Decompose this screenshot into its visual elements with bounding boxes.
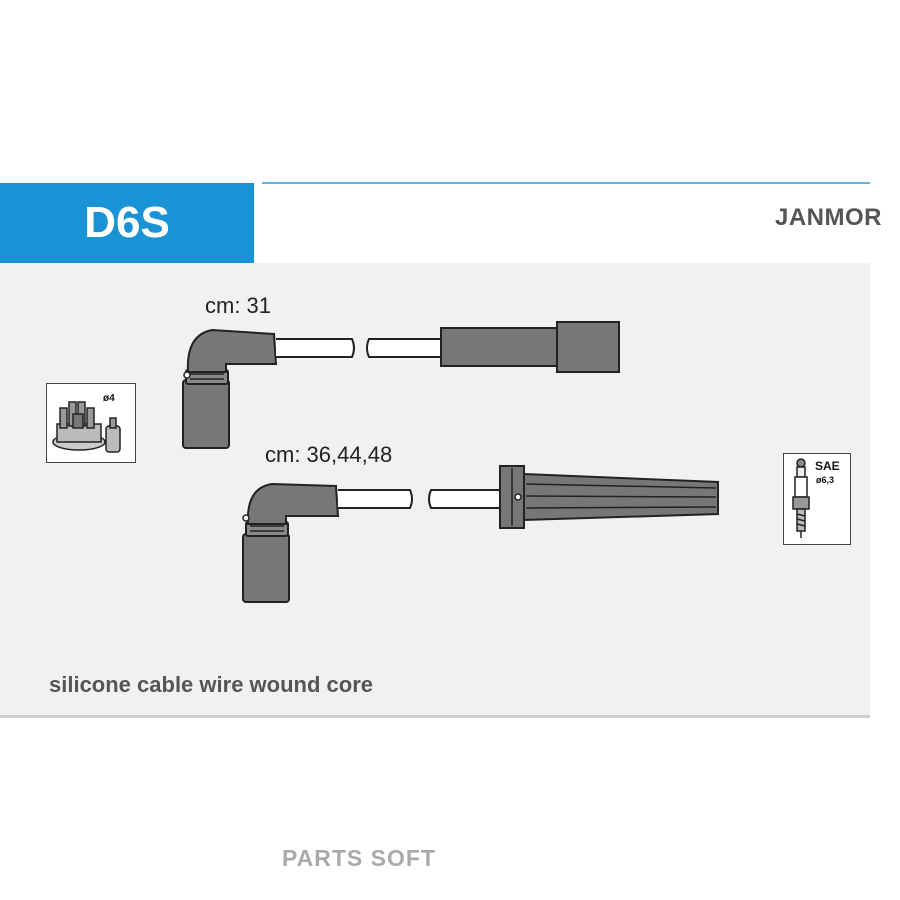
distributor-cap-icon: ø4 [52, 393, 121, 453]
footer-divider [0, 715, 870, 718]
header-divider [262, 182, 870, 184]
cable-description: silicone cable wire wound core [49, 672, 373, 697]
cable-2 [242, 465, 719, 603]
brand-name: JANMOR [774, 204, 882, 231]
distributor-cap-icon-box: ø4 [46, 383, 136, 463]
distributor-diameter-label: ø4 [103, 393, 115, 404]
product-code: D6S [84, 198, 170, 247]
cable-1 [182, 321, 620, 449]
cable-1-length-label: cm: 31 [205, 293, 272, 318]
spark-plug-standard-label: SAE [815, 459, 840, 473]
cable-1-distributor-boot [182, 379, 230, 449]
cable-1-plug-connector [440, 327, 558, 367]
watermark: PARTS SOFT [282, 845, 436, 871]
cable-2-length-label: cm: 36,44,48 [265, 442, 393, 467]
spark-plug-icon: SAE ø6,3 [792, 458, 840, 538]
spark-plug-diameter-label: ø6,3 [816, 475, 834, 485]
product-code-badge [0, 183, 254, 263]
spark-plug-icon-box: SAE ø6,3 [783, 453, 851, 545]
cable-2-distributor-boot [242, 533, 290, 603]
